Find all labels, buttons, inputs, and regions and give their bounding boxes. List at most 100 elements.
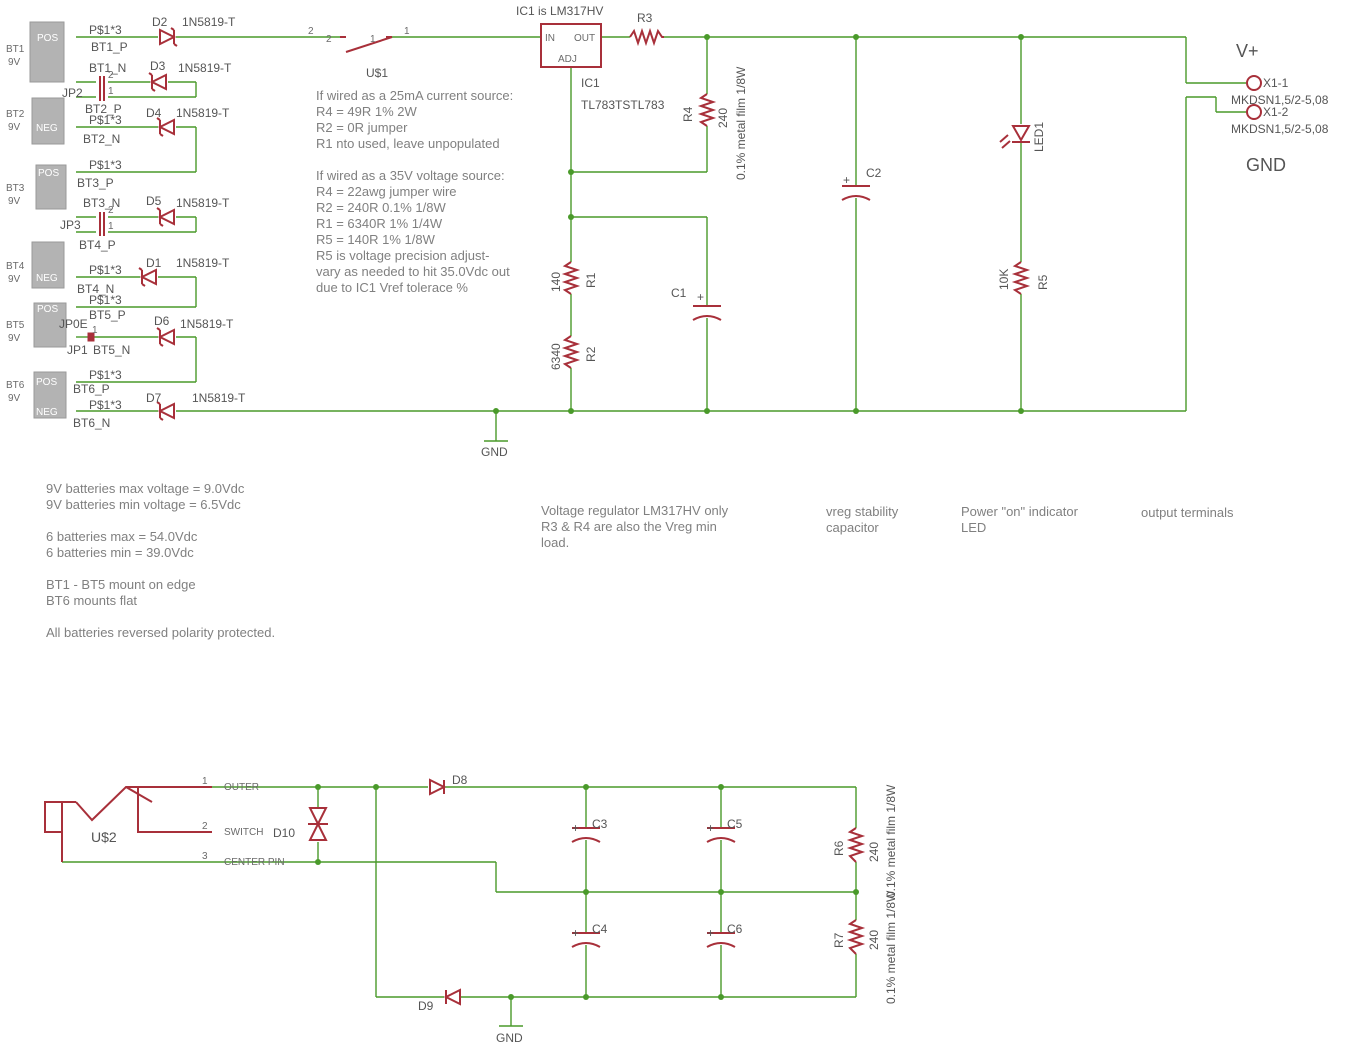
svg-text:CENTER PIN: CENTER PIN — [224, 857, 285, 868]
diode-d1: D1 1N5819-T — [138, 256, 230, 287]
svg-text:1: 1 — [202, 776, 208, 787]
diode-d6: D6 1N5819-T — [154, 314, 234, 347]
note-current-source: If wired as a 25mA current source: R4 = … — [316, 88, 513, 151]
svg-text:MKDSN1,5/2-5,08: MKDSN1,5/2-5,08 — [1231, 122, 1329, 136]
svg-text:If wired as a 25mA current sou: If wired as a 25mA current source: — [316, 88, 513, 103]
svg-text:0.1% metal film 1/8W: 0.1% metal film 1/8W — [884, 784, 898, 898]
svg-text:C2: C2 — [866, 166, 882, 180]
svg-text:1N5819-T: 1N5819-T — [178, 61, 232, 75]
svg-text:BT4_P: BT4_P — [79, 238, 116, 252]
svg-text:+: + — [572, 821, 579, 835]
svg-text:1: 1 — [92, 325, 98, 336]
jumper-jp3: 2 1 JP3 — [60, 205, 114, 236]
svg-text:1: 1 — [108, 86, 114, 97]
svg-text:BT2_P: BT2_P — [85, 102, 122, 116]
svg-text:BT1_N: BT1_N — [89, 61, 126, 75]
svg-text:1: 1 — [370, 34, 376, 45]
svg-text:C3: C3 — [592, 817, 608, 831]
svg-text:D5: D5 — [146, 194, 162, 208]
svg-text:R5: R5 — [1036, 274, 1050, 290]
capacitor-c4: + C4 — [571, 922, 608, 948]
svg-text:U$1: U$1 — [366, 66, 388, 80]
svg-text:1N5819-T: 1N5819-T — [176, 256, 230, 270]
battery-bt2: NEG BT2 9V — [6, 97, 65, 145]
battery-bt4: NEG BT4 9V — [6, 241, 65, 289]
note-batteries: 9V batteries max voltage = 9.0Vdc 9V bat… — [46, 481, 275, 640]
gnd-label-top: GND — [481, 445, 508, 459]
svg-text:JP2: JP2 — [62, 86, 83, 100]
svg-text:JP3: JP3 — [60, 218, 81, 232]
svg-text:vreg stability: vreg stability — [826, 504, 899, 519]
svg-text:2: 2 — [108, 70, 114, 81]
svg-text:R6: R6 — [832, 840, 846, 856]
svg-text:IN: IN — [545, 33, 555, 44]
dc-jack-u2: U$2 1 2 3 OUTER SWITCH CENTER PIN — [44, 776, 285, 868]
svg-text:9V: 9V — [8, 57, 21, 68]
svg-text:IC1 is LM317HV: IC1 is LM317HV — [516, 4, 603, 18]
resistor-r4: R4 240 0.1% metal film 1/8W — [681, 66, 748, 180]
svg-text:R1 nto used, leave unpopulated: R1 nto used, leave unpopulated — [316, 136, 500, 151]
svg-text:2: 2 — [108, 205, 114, 216]
svg-text:OUTER: OUTER — [224, 782, 259, 793]
svg-text:D6: D6 — [154, 314, 170, 328]
svg-text:+: + — [843, 173, 850, 187]
svg-text:X1-1: X1-1 — [1263, 76, 1289, 90]
diode-d8: D8 — [429, 773, 468, 796]
junctions-top — [493, 34, 1024, 414]
svg-text:9V: 9V — [8, 196, 21, 207]
svg-text:BT6 mounts flat: BT6 mounts flat — [46, 593, 137, 608]
svg-text:R4 = 22awg jumper wire: R4 = 22awg jumper wire — [316, 184, 457, 199]
svg-text:BT6_P: BT6_P — [73, 382, 110, 396]
svg-text:OUT: OUT — [574, 33, 595, 44]
svg-text:1N5819-T: 1N5819-T — [192, 391, 246, 405]
diode-d3: D3 1N5819-T — [148, 59, 232, 92]
resistor-r6: R6 240 0.1% metal film 1/8W — [832, 784, 898, 898]
junctions-bottom — [315, 784, 859, 1000]
svg-text:9V: 9V — [8, 393, 21, 404]
svg-text:1N5819-T: 1N5819-T — [176, 106, 230, 120]
svg-text:1N5819-T: 1N5819-T — [182, 15, 236, 29]
svg-text:+: + — [707, 926, 714, 940]
svg-text:P$1*3: P$1*3 — [89, 398, 122, 412]
svg-text:P$1*3: P$1*3 — [89, 293, 122, 307]
svg-text:240: 240 — [867, 842, 881, 862]
svg-text:BT5: BT5 — [6, 320, 25, 331]
svg-text:9V: 9V — [8, 274, 21, 285]
svg-text:BT6: BT6 — [6, 380, 25, 391]
svg-text:LED: LED — [961, 520, 986, 535]
switch-u1: 2 2 1 1 U$1 — [308, 26, 410, 80]
svg-text:P$1*3: P$1*3 — [89, 368, 122, 382]
svg-text:BT1_P: BT1_P — [91, 40, 128, 54]
svg-text:140: 140 — [549, 272, 563, 292]
diode-d2: D2 1N5819-T — [152, 15, 236, 47]
svg-text:9V batteries max voltage = 9.0: 9V batteries max voltage = 9.0Vdc — [46, 481, 245, 496]
jumper-jp1: 1 JP0E JP1 — [59, 317, 98, 357]
svg-text:U$2: U$2 — [91, 829, 117, 845]
capacitor-c6: + C6 — [706, 922, 743, 948]
svg-text:NEG: NEG — [36, 407, 58, 418]
svg-text:MKDSN1,5/2-5,08: MKDSN1,5/2-5,08 — [1231, 93, 1329, 107]
svg-text:R4: R4 — [681, 106, 695, 122]
battery-bt5: POS BT5 9V — [6, 302, 67, 348]
svg-text:1: 1 — [404, 26, 410, 37]
battery-bt3: POS BT3 9V — [6, 164, 67, 210]
gnd-label-bottom: GND — [496, 1031, 523, 1045]
svg-text:D7: D7 — [146, 391, 162, 405]
resistor-r5: 10K R5 — [997, 261, 1050, 295]
svg-text:If wired as a 35V voltage sour: If wired as a 35V voltage source: — [316, 168, 505, 183]
svg-text:GND: GND — [1246, 155, 1286, 175]
note-voltage-source: If wired as a 35V voltage source: R4 = 2… — [316, 168, 510, 295]
svg-text:ADJ: ADJ — [558, 54, 577, 65]
svg-text:2: 2 — [202, 821, 208, 832]
svg-text:240: 240 — [867, 930, 881, 950]
svg-text:1N5819-T: 1N5819-T — [180, 317, 234, 331]
battery-bt1: POS BT1 9V — [6, 21, 65, 83]
svg-text:R4 = 49R 1% 2W: R4 = 49R 1% 2W — [316, 104, 418, 119]
svg-text:D4: D4 — [146, 106, 162, 120]
svg-text:1N5819-T: 1N5819-T — [176, 196, 230, 210]
svg-text:9V: 9V — [8, 122, 21, 133]
battery-bt6: POS NEG BT6 9V — [6, 371, 67, 419]
regulator-ic1: IC1 is LM317HV IN OUT ADJ IC1 TL783TSTL7… — [516, 4, 665, 112]
svg-text:240: 240 — [716, 108, 730, 128]
svg-text:vary as needed to hit 35.0Vdc: vary as needed to hit 35.0Vdc out — [316, 264, 510, 279]
